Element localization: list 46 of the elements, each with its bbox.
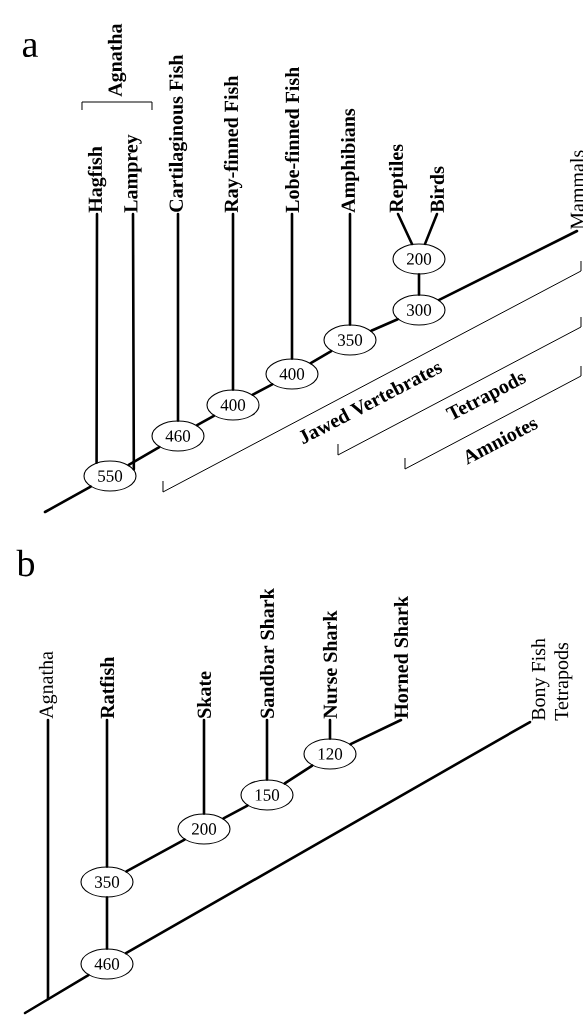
branch-line: [417, 273, 421, 296]
taxon-label: Birds: [429, 166, 444, 213]
branch-line: [105, 896, 109, 950]
branch-line: [423, 212, 439, 246]
taxon-label: Reptiles: [388, 144, 408, 213]
taxon-label: Ratfish: [99, 656, 115, 719]
taxon-label: Bony Fish Tetrapods: [531, 638, 573, 721]
branch-line: [222, 804, 249, 820]
taxon-label: Ray-finned Fish: [223, 75, 243, 213]
branch-line: [437, 229, 579, 302]
branch-line: [125, 838, 186, 873]
branch-line: [202, 718, 206, 815]
taxon-label: Agnatha: [38, 651, 58, 719]
branch-line: [265, 718, 269, 781]
branch-line: [309, 349, 333, 365]
branch-line: [231, 212, 235, 391]
branch-line: [124, 720, 532, 955]
taxon-label: Skate: [196, 671, 212, 718]
taxon-label: Sandbar Shark: [259, 588, 275, 718]
taxon-label: Amphibians: [340, 108, 360, 213]
branch-line: [290, 212, 294, 360]
branch-line: [43, 485, 92, 514]
panel-letter: b: [16, 549, 35, 577]
branch-line: [283, 764, 314, 785]
taxon-label: Nurse Shark: [322, 610, 338, 719]
branch-line: [348, 212, 352, 326]
taxon-label: Lobe-finned Fish: [284, 66, 300, 213]
panel-letter: a: [22, 38, 38, 58]
branch-line: [349, 718, 403, 746]
taxon-label: Cartilaginous Fish: [168, 54, 188, 212]
branch-line: [251, 383, 274, 396]
taxon-label: Hagfish: [87, 146, 107, 213]
branch-line: [176, 212, 180, 422]
branch-line: [127, 445, 161, 467]
branch-line: [195, 414, 216, 427]
taxon-label: Horned Shark: [393, 596, 408, 719]
branch-line: [46, 718, 50, 1001]
taxon-label: Lamprey: [124, 134, 142, 213]
branch-line: [105, 718, 109, 868]
branch-line: [95, 212, 99, 464]
branch-line: [23, 973, 90, 1015]
branch-line: [328, 718, 332, 740]
branch-line: [370, 317, 399, 333]
branch-line: [396, 212, 414, 246]
group-label: Agnatha: [107, 23, 127, 97]
branch-line: [131, 212, 136, 471]
